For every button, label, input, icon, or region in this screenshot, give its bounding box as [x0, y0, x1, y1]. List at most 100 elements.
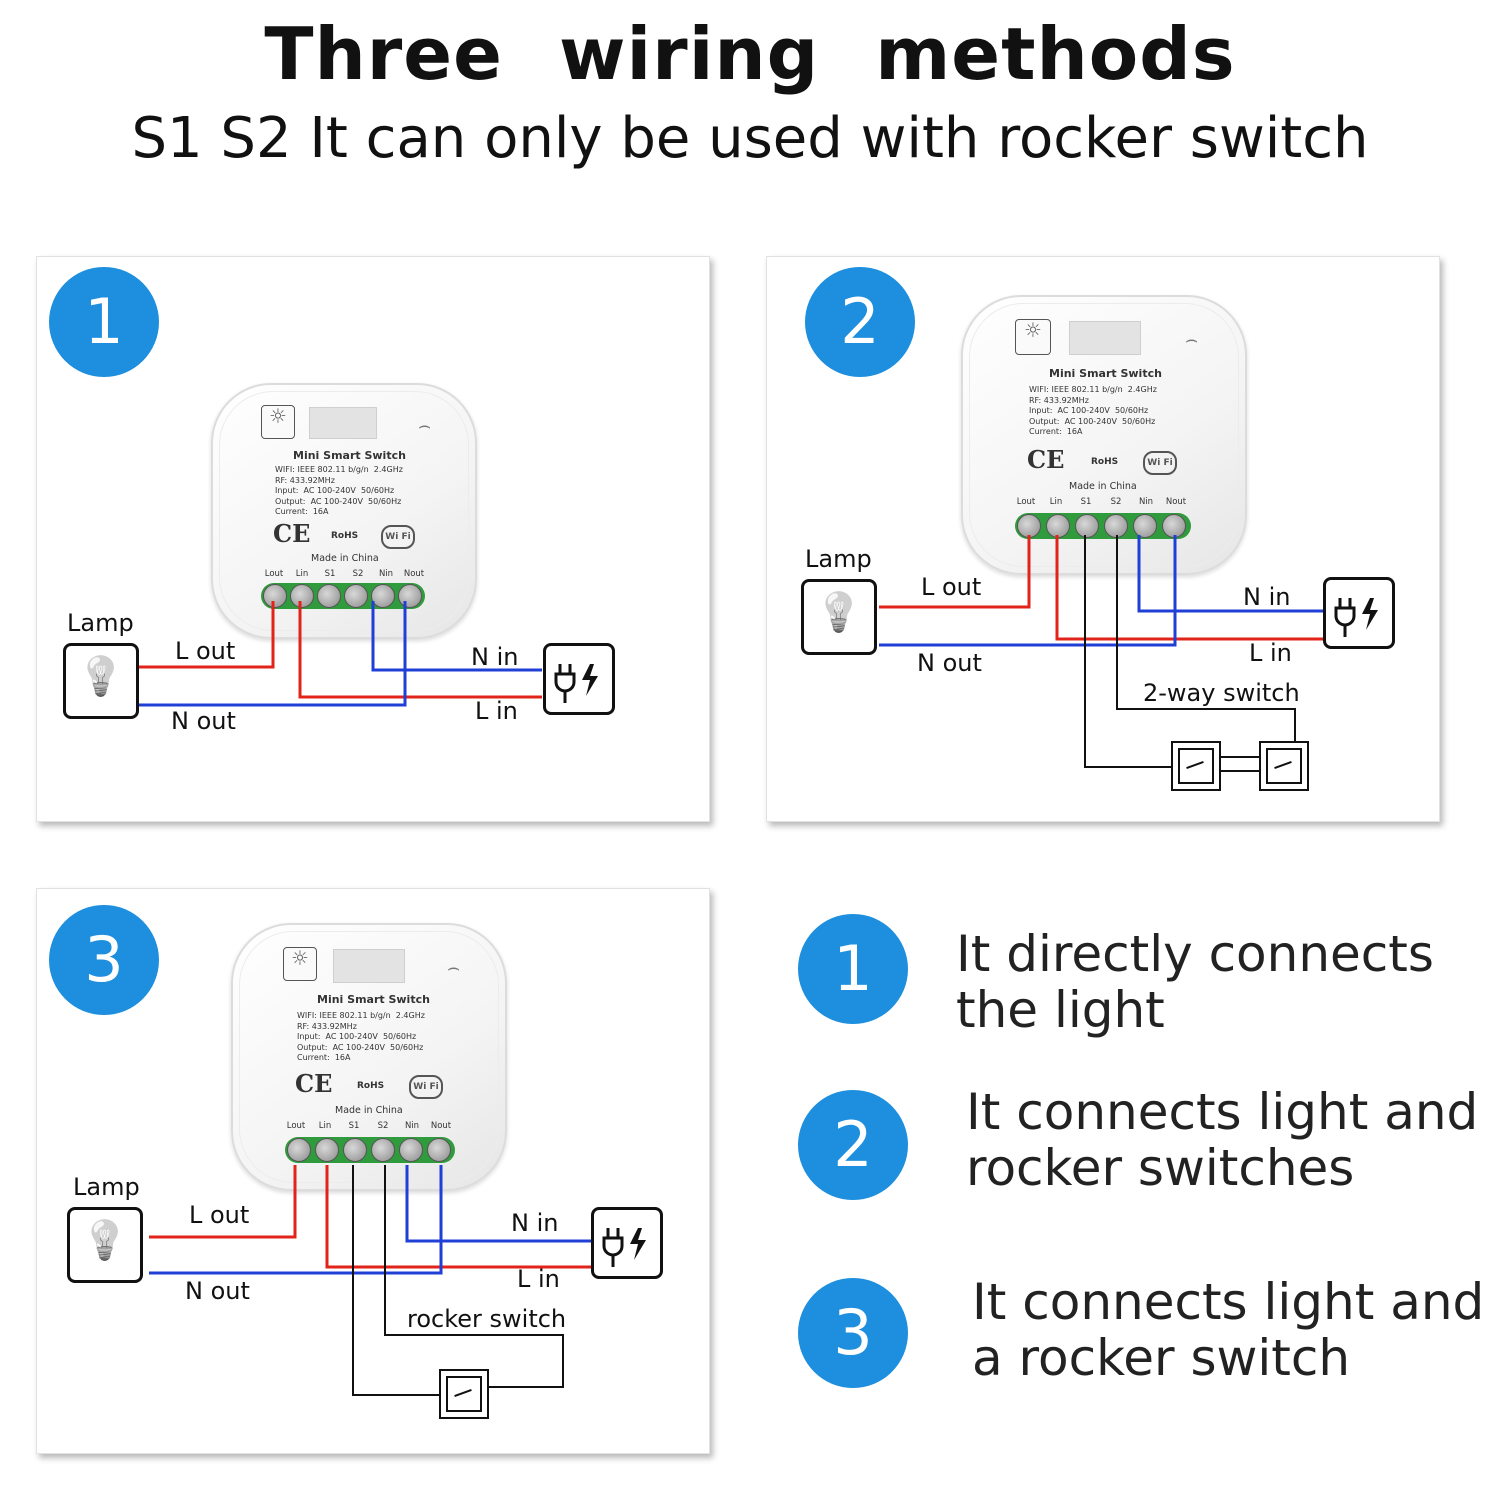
terminal-screw	[1133, 514, 1157, 538]
n-in-label: N in	[511, 1209, 559, 1237]
terminal-label: Lout	[264, 569, 284, 579]
terminal-screw	[371, 1138, 395, 1162]
power-plug-icon	[543, 643, 615, 715]
terminal-label: S1	[1080, 497, 1092, 507]
terminal-label: Nin	[378, 569, 394, 579]
rohs-mark: RoHS	[1091, 457, 1119, 467]
wifi-logo: Wi Fi	[409, 1075, 443, 1099]
n-out-wire	[137, 601, 407, 707]
device-name: Mini Smart Switch	[317, 993, 430, 1006]
n-out-label: N out	[917, 649, 982, 677]
page-title: Three wiring methods	[264, 12, 1236, 96]
l-out-wire	[149, 1165, 297, 1239]
wifi-icon: ⌢	[447, 955, 461, 979]
made-in-label: Made in China	[335, 1105, 403, 1116]
terminal-screw	[371, 584, 395, 608]
terminal-label: Lin	[1049, 497, 1063, 507]
lamp-label: Lamp	[73, 1173, 140, 1201]
wiring-panel-2: 2 ⌢ Mini Smart Switch WIFI: IEEE 802.11 …	[766, 256, 1440, 822]
l-in-wire	[298, 601, 542, 699]
terminal-label: Lout	[1016, 497, 1036, 507]
made-in-label: Made in China	[311, 553, 379, 564]
terminal-screw	[427, 1138, 451, 1162]
s2-wire	[384, 1165, 564, 1388]
s1-wire	[1084, 535, 1175, 768]
terminal-screw	[344, 584, 368, 608]
power-plug-icon	[1323, 577, 1395, 649]
n-out-label: N out	[171, 707, 236, 735]
light-bulb-icon	[801, 579, 877, 655]
description-line: rocker switches	[966, 1139, 1355, 1197]
n-in-wire	[371, 601, 542, 672]
light-bulb-icon	[67, 1207, 143, 1283]
terminal-screw	[263, 584, 287, 608]
power-plug-icon	[591, 1207, 663, 1279]
terminal-label: S2	[377, 1121, 389, 1131]
sun-icon	[283, 946, 317, 981]
n-out-wire	[149, 1165, 443, 1275]
device-specs: WIFI: IEEE 802.11 b/g/n 2.4GHz RF: 433.9…	[1029, 385, 1157, 436]
terminal-screw	[343, 1138, 367, 1162]
device-name: Mini Smart Switch	[293, 449, 406, 462]
rocker-switch-icon	[1171, 741, 1221, 791]
switch-label: 2-way switch	[1143, 679, 1300, 707]
wiring-panel-3: 3 ⌢ Mini Smart Switch WIFI: IEEE 802.11 …	[36, 888, 710, 1454]
terminal-label: Nout	[1165, 497, 1187, 507]
rocker-switch-icon	[1259, 741, 1309, 791]
rohs-mark: RoHS	[331, 531, 359, 541]
rocker-switch-icon	[439, 1369, 489, 1419]
switch-label: rocker switch	[407, 1305, 567, 1333]
terminal-screw	[399, 1138, 423, 1162]
terminal-label: Nout	[430, 1121, 452, 1131]
device-name: Mini Smart Switch	[1049, 367, 1162, 380]
terminal-label: Lin	[295, 569, 309, 579]
terminal-label: S1	[348, 1121, 360, 1131]
wiring-lines	[879, 535, 1323, 772]
panel-number-badge: 2	[805, 267, 915, 377]
wifi-icon: ⌢	[1185, 327, 1199, 351]
l-in-label: L in	[1249, 639, 1292, 667]
s2-wire	[1116, 535, 1296, 743]
terminal-block	[1015, 513, 1191, 539]
terminal-label: Nin	[404, 1121, 420, 1131]
panel-number-badge: 1	[49, 267, 159, 377]
terminal-screw	[398, 584, 422, 608]
l-out-label: L out	[175, 637, 236, 665]
terminal-screw	[1075, 514, 1099, 538]
terminal-screw	[290, 584, 314, 608]
description-badge-2: 2	[798, 1090, 908, 1200]
terminal-block	[261, 583, 425, 609]
wifi-icon: ⌢	[418, 413, 432, 437]
terminal-screw	[1017, 514, 1041, 538]
description-line: It connects light and	[966, 1083, 1479, 1141]
ce-mark: CE	[273, 519, 311, 548]
terminal-label: Lin	[318, 1121, 332, 1131]
wiring-panel-1: 1 ⌢ Mini Smart Switch WIFI: IEEE 802.11 …	[36, 256, 710, 822]
n-in-label: N in	[471, 643, 519, 671]
description-badge-3: 3	[798, 1278, 908, 1388]
l-out-wire	[137, 601, 275, 669]
description-line: the light	[956, 981, 1165, 1039]
smart-switch-device: ⌢ Mini Smart Switch WIFI: IEEE 802.11 b/…	[211, 383, 477, 639]
description-line: a rocker switch	[972, 1329, 1351, 1387]
n-out-wire	[879, 535, 1177, 647]
l-in-label: L in	[475, 697, 518, 725]
ce-mark: CE	[295, 1069, 333, 1098]
terminal-label: Nin	[1138, 497, 1154, 507]
l-in-wire	[1055, 535, 1323, 641]
wifi-logo: Wi Fi	[1143, 451, 1177, 475]
l-out-label: L out	[921, 573, 982, 601]
l-out-label: L out	[189, 1201, 250, 1229]
l-in-wire	[325, 1165, 591, 1269]
terminal-label: Nout	[403, 569, 425, 579]
made-in-label: Made in China	[1069, 481, 1137, 492]
sun-icon	[1015, 318, 1051, 355]
n-in-wire	[1137, 535, 1323, 613]
device-specs: WIFI: IEEE 802.11 b/g/n 2.4GHz RF: 433.9…	[297, 1011, 425, 1062]
description-badge-1: 1	[798, 914, 908, 1024]
terminal-screw	[287, 1138, 311, 1162]
wiring-lines	[137, 601, 542, 707]
page-subtitle: S1 S2 It can only be used with rocker sw…	[131, 106, 1369, 171]
n-out-label: N out	[185, 1277, 250, 1305]
lamp-label: Lamp	[67, 609, 134, 637]
